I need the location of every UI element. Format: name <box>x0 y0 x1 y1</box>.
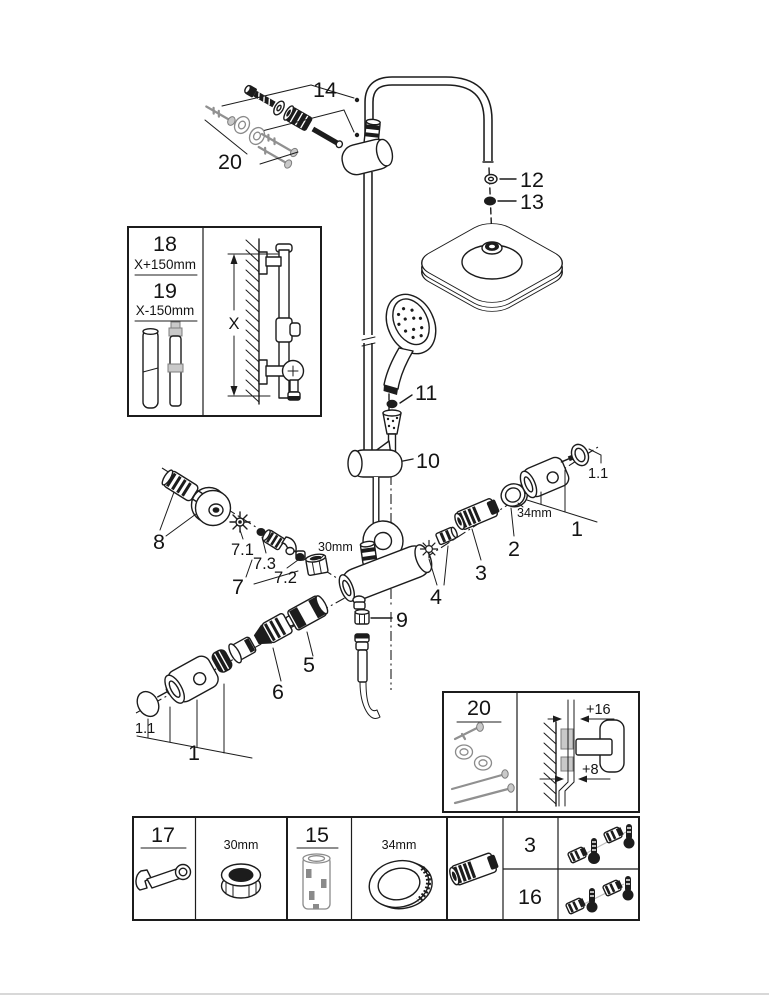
seal-13 <box>484 196 517 206</box>
callout-9: 9 <box>396 608 408 632</box>
small-parts-7 <box>229 511 306 585</box>
check-valve-icon <box>449 852 499 886</box>
callout-1-1-right: 1.1 <box>588 466 608 482</box>
callout-7-1: 7.1 <box>231 541 254 559</box>
callout-14: 14 <box>313 78 337 102</box>
callout-13: 13 <box>520 190 544 214</box>
callout-5: 5 <box>303 653 315 677</box>
inset-dim-x: X <box>228 315 239 333</box>
inset-screw-washer-icons <box>450 722 515 805</box>
inset-pipe-short <box>167 321 184 407</box>
inset-offset-diagram: +16 +8 <box>539 699 625 807</box>
glide-element-10 <box>347 440 414 478</box>
hand-shower-seal-11 <box>386 394 413 409</box>
callout-6: 6 <box>272 680 284 704</box>
callout-1-right: 1 <box>571 517 583 541</box>
callout-1-left: 1 <box>188 741 200 765</box>
nut-30mm-icon <box>220 863 262 899</box>
label-30mm: 30mm <box>318 540 353 554</box>
callout-7: 7 <box>232 575 244 599</box>
riser-rail <box>361 172 376 452</box>
shower-hose <box>354 633 381 719</box>
inset-offset-top: +16 <box>586 702 611 718</box>
inset-offset-bottom: +8 <box>582 762 599 778</box>
inset-dim-19: X-150mm <box>136 303 195 318</box>
thermometer-icon <box>623 824 635 849</box>
legend-size-30mm: 30mm <box>224 838 259 852</box>
callout-2: 2 <box>508 537 520 561</box>
wall-union-tee <box>341 118 394 176</box>
inset-rail-lengths: 18 X+150mm 19 X-150mm <box>127 226 322 417</box>
label-34mm: 34mm <box>517 506 552 520</box>
ring-nut-34mm-icon <box>368 859 433 910</box>
thermometer-icon <box>586 888 598 913</box>
sleeve-tool-icon <box>302 853 331 910</box>
ring-2-34mm <box>500 483 528 537</box>
callout-7-3: 7.3 <box>253 555 276 573</box>
check-valve-3 <box>454 498 500 561</box>
legend-label-15: 15 <box>305 823 329 847</box>
legend-box-15: 15 34mm <box>286 816 448 921</box>
inset-pipe-long <box>142 328 159 409</box>
legend-label-3: 3 <box>524 833 536 857</box>
legend-label-16: 16 <box>518 885 542 909</box>
seal-12 <box>484 173 517 185</box>
thermometer-icon <box>622 876 634 901</box>
small-parts-4 <box>419 526 458 586</box>
callout-20-top: 20 <box>218 150 242 174</box>
callout-4: 4 <box>430 585 442 609</box>
thermo-elements-row-3 <box>567 824 635 864</box>
legend-size-34mm: 34mm <box>382 838 417 852</box>
inset-mounting-20: 20 <box>442 691 640 813</box>
escutcheon-assembly-right <box>519 443 602 523</box>
nut-30mm <box>305 553 329 576</box>
callout-7-2: 7.2 <box>274 569 297 587</box>
escutcheon-assembly-left <box>136 636 257 759</box>
head-shower <box>421 223 563 312</box>
union-adapter-8 <box>159 469 232 537</box>
cartridge-6 <box>253 613 296 682</box>
mounting-hardware-14 <box>221 84 360 149</box>
inset-label-19: 19 <box>153 279 177 303</box>
inset-label-18: 18 <box>153 232 177 256</box>
sleeve-5 <box>287 595 329 657</box>
thermometer-icon <box>588 838 600 864</box>
legend-label-17: 17 <box>151 823 175 847</box>
callout-8: 8 <box>153 530 165 554</box>
hose-nut-9 <box>354 609 393 625</box>
inset-wall-diagram: X <box>227 238 305 405</box>
callout-11: 11 <box>415 381 437 405</box>
hand-shower-connector <box>382 409 402 453</box>
callout-3: 3 <box>475 561 487 585</box>
legend-box-3-16: 3 16 <box>446 816 640 921</box>
shower-arm-pipe <box>364 76 494 163</box>
callout-12: 12 <box>520 168 544 192</box>
callout-10: 10 <box>416 449 440 473</box>
callout-1-1-left: 1.1 <box>135 721 155 737</box>
inset-dim-18: X+150mm <box>134 257 196 272</box>
inset-label-20: 20 <box>467 696 491 720</box>
wrench-icon <box>135 863 192 891</box>
hand-shower <box>383 293 437 395</box>
legend-box-17: 17 30mm <box>132 816 288 921</box>
mounting-hardware-20 <box>204 105 299 169</box>
thermo-elements-row-16 <box>565 876 634 915</box>
